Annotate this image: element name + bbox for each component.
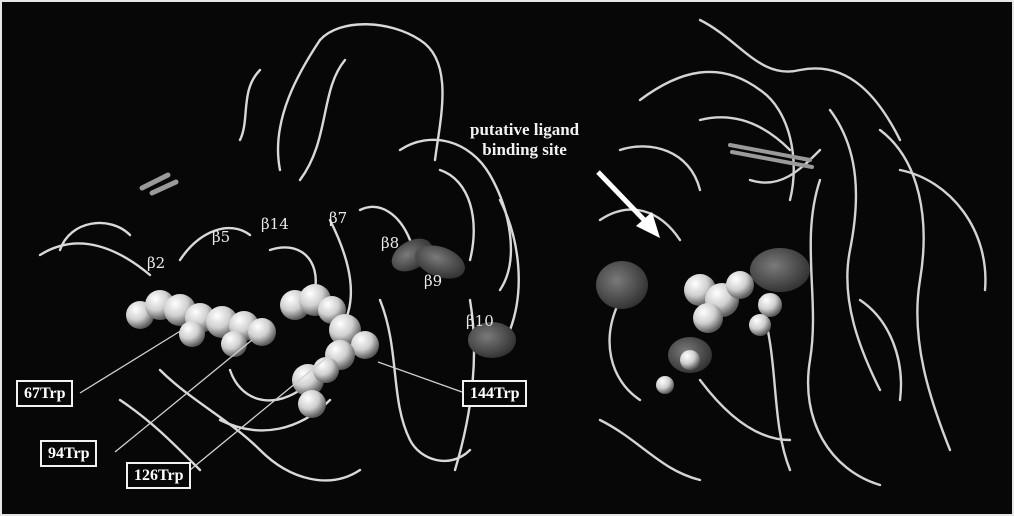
strand-label-b7: β7 (329, 211, 347, 226)
binding-site-label: putative ligand binding site (470, 120, 579, 159)
strand-label-b14: β14 (261, 217, 289, 232)
callout-67trp: 67Trp (16, 380, 73, 407)
strand-label-b2: β2 (147, 256, 165, 271)
callout-126trp: 126Trp (126, 462, 191, 489)
callout-94trp: 94Trp (40, 440, 97, 467)
binding-site-label-line2: binding site (470, 140, 579, 160)
strand-label-b8: β8 (381, 236, 399, 251)
right-stick-fragment (730, 145, 812, 167)
right-ligand-spheres (656, 271, 782, 394)
callout-144trp: 144Trp (462, 380, 527, 407)
strand-label-b9: β9 (424, 274, 442, 289)
binding-site-label-line1: putative ligand (470, 120, 579, 140)
strand-label-b5: β5 (212, 230, 230, 245)
strand-label-b10: β10 (466, 314, 494, 329)
left-stick-fragment (142, 175, 176, 193)
binding-site-arrow (598, 172, 660, 238)
left-helix-ribbons (386, 232, 516, 358)
